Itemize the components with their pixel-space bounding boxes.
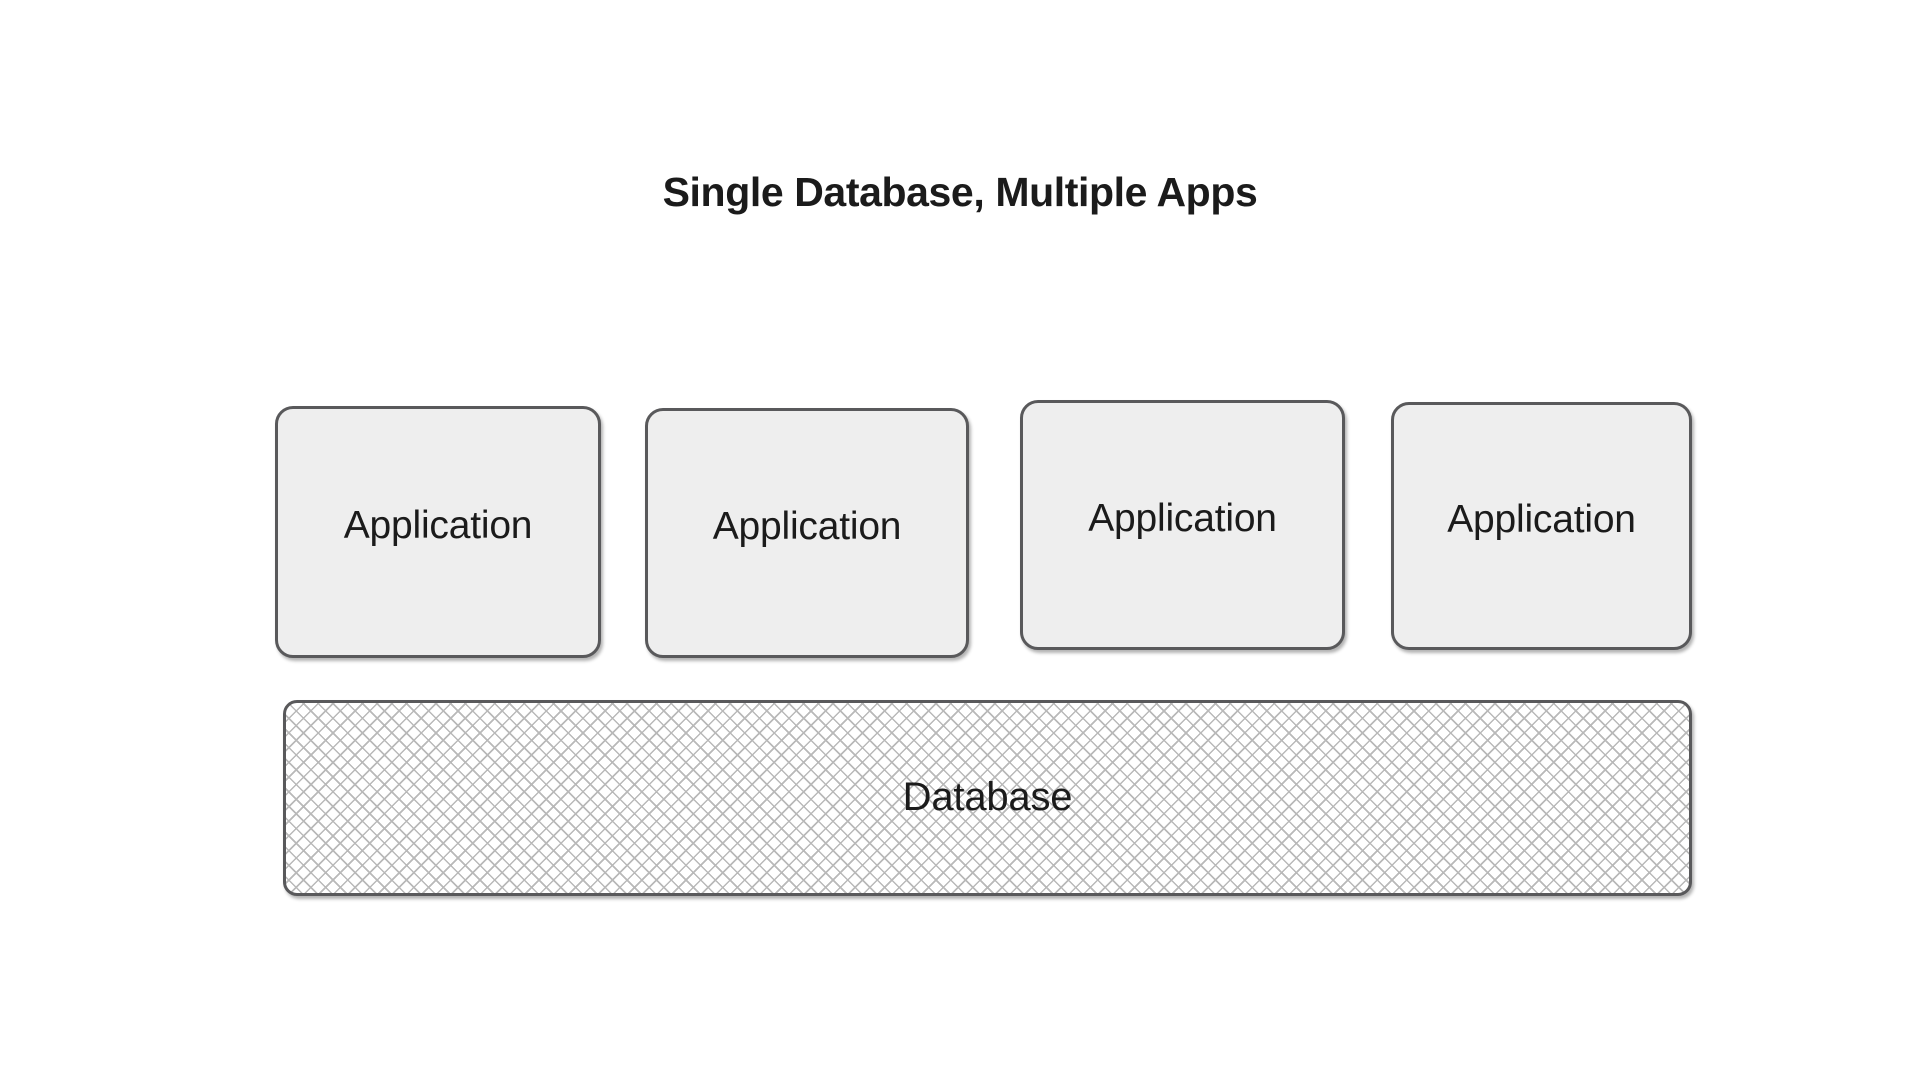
- database-node-label: Database: [902, 775, 1073, 819]
- application-node-4-label: Application: [1447, 498, 1636, 541]
- application-node-4[interactable]: Application: [1391, 402, 1692, 650]
- database-node[interactable]: Database: [283, 700, 1692, 896]
- application-node-1-label: Application: [343, 504, 533, 547]
- application-node-2-label: Application: [712, 505, 902, 548]
- page-title: Single Database, Multiple Apps: [662, 169, 1258, 215]
- application-node-3[interactable]: Application: [1020, 400, 1345, 650]
- application-node-3-label: Application: [1088, 497, 1277, 540]
- application-node-1[interactable]: Application: [275, 406, 601, 658]
- application-node-2[interactable]: Application: [645, 408, 969, 658]
